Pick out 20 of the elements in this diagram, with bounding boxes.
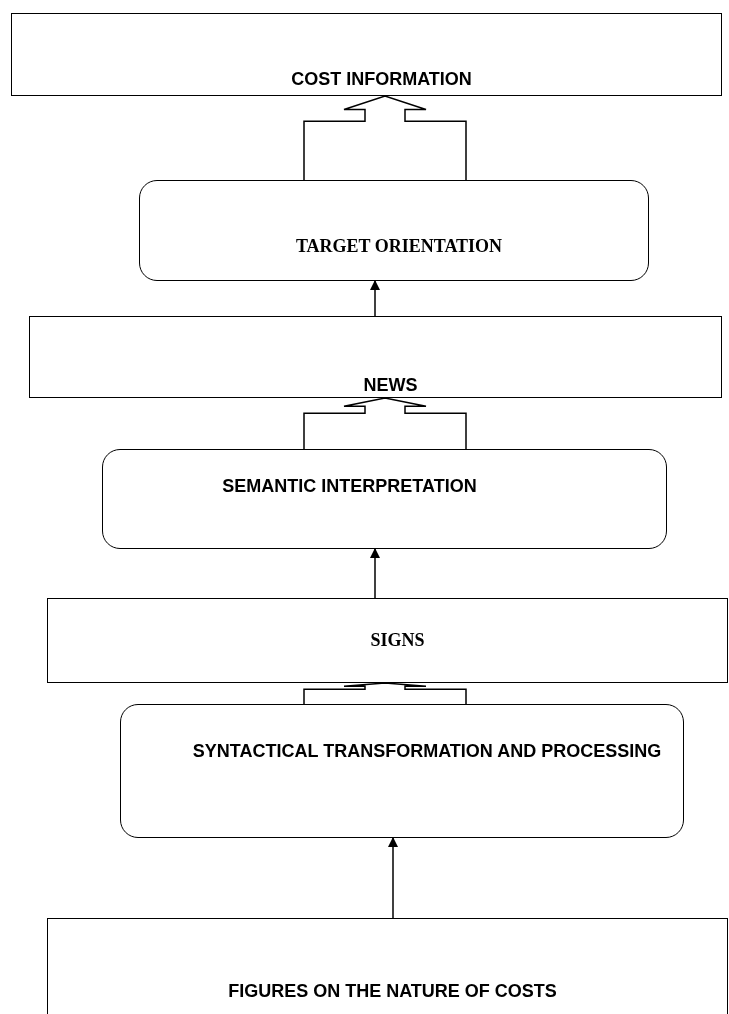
rounded-box: [139, 180, 649, 281]
block-arrow: [303, 95, 467, 181]
rounded-box: [102, 449, 667, 549]
box-label: FIGURES ON THE NATURE OF COSTS: [228, 980, 557, 1003]
rectangle-box: [29, 316, 722, 398]
rectangle-box: [47, 598, 728, 683]
box-label: SYNTACTICAL TRANSFORMATION AND PROCESSING: [192, 740, 662, 763]
arrow: [370, 280, 380, 317]
box-label: COST INFORMATION: [291, 67, 472, 91]
arrow: [370, 548, 380, 599]
rectangle-box: [47, 918, 728, 1014]
block-arrow: [303, 397, 467, 450]
rectangle-box: [11, 13, 722, 96]
arrow: [388, 837, 398, 919]
rounded-box: [120, 704, 684, 838]
box-label: NEWS: [363, 373, 418, 397]
block-arrow: [303, 682, 467, 705]
box-label: SIGNS: [370, 629, 425, 653]
box-label: SEMANTIC INTERPRETATION: [222, 475, 477, 498]
box-label: TARGET ORIENTATION: [295, 234, 503, 258]
